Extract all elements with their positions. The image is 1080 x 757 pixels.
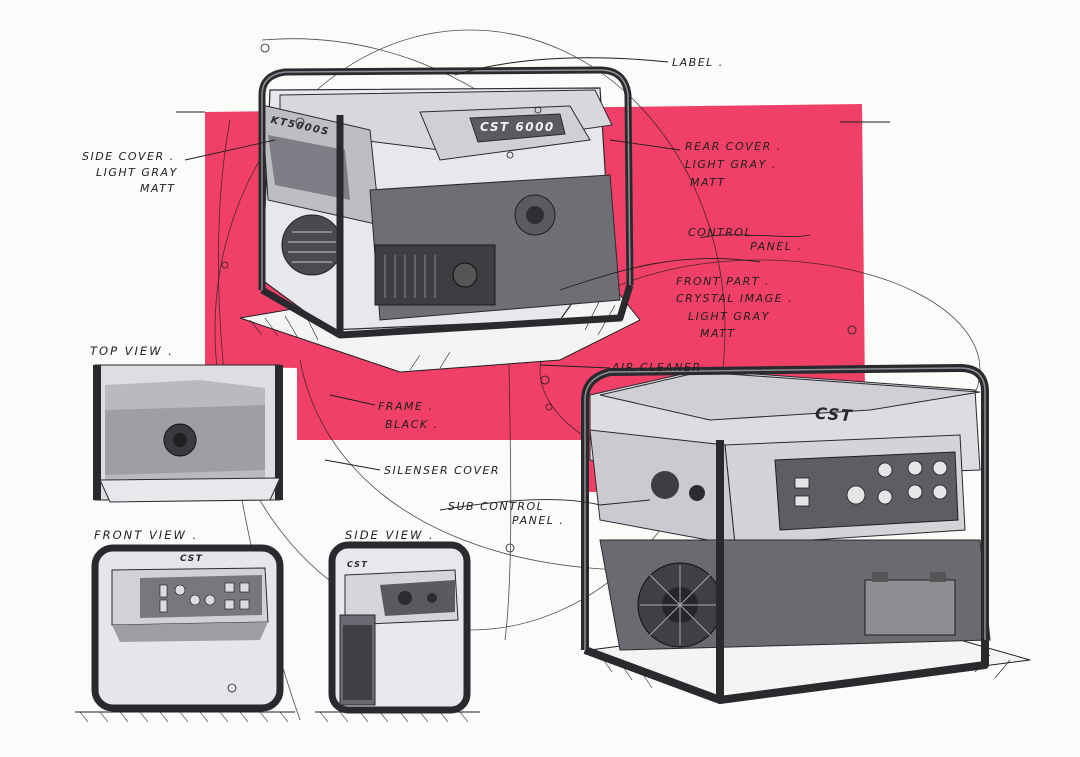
- control-panel-note-1: CONTROL: [688, 226, 753, 239]
- front-part-note-1: FRONT PART .: [676, 275, 771, 288]
- frame-note-1: FRAME .: [378, 400, 434, 413]
- sub-control-panel-note-2: PANEL .: [512, 514, 565, 527]
- large-brand-mark: CST: [814, 403, 854, 426]
- front-view-label: FRONT VIEW .: [94, 528, 199, 542]
- rear-cover-note-3: MATT: [690, 176, 726, 189]
- main-model-badge: CST 6000: [480, 120, 555, 134]
- side-view-label: SIDE VIEW .: [345, 528, 435, 542]
- leader-lines: [184, 57, 811, 511]
- control-panel-note-2: PANEL .: [750, 240, 803, 253]
- air-cleaner-note: AIR CLEANER: [612, 361, 702, 374]
- side-cover-note-2: LIGHT GRAY: [96, 166, 178, 179]
- sub-control-panel-note-1: SUB CONTROL: [448, 500, 545, 513]
- silencer-cover-note: SILENSER COVER: [384, 464, 501, 477]
- front-part-note-4: MATT: [700, 327, 736, 340]
- top-view-sketch: [93, 364, 283, 503]
- side-view-brand: CST: [347, 560, 369, 569]
- rear-cover-note-2: LIGHT GRAY .: [685, 158, 777, 171]
- generator-large-sketch: [581, 364, 1031, 704]
- front-view-sketch: [75, 544, 295, 723]
- front-view-brand: CST: [180, 554, 204, 564]
- front-part-note-3: LIGHT GRAY: [688, 310, 770, 323]
- side-view-sketch: [315, 541, 480, 723]
- generator-main-sketch: [239, 66, 641, 373]
- side-cover-note-1: SIDE COVER .: [82, 150, 175, 163]
- rear-cover-note-1: REAR COVER .: [685, 140, 782, 153]
- label-note: LABEL .: [672, 56, 724, 69]
- side-cover-note-3: MATT: [140, 182, 176, 195]
- top-view-label: TOP VIEW .: [90, 344, 174, 358]
- frame-note-2: BLACK .: [385, 418, 439, 431]
- front-part-note-2: CRYSTAL IMAGE .: [676, 292, 794, 305]
